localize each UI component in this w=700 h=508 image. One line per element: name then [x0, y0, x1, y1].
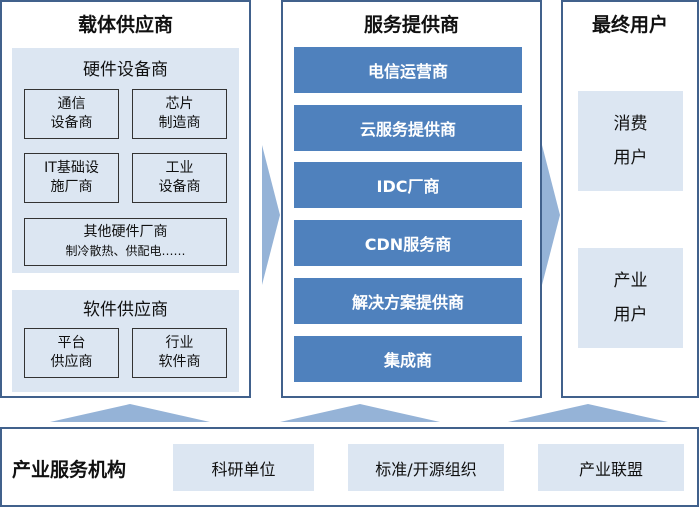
service-item[interactable]: 集成商 [294, 336, 522, 382]
industry-item[interactable]: 标准/开源组织 [348, 444, 504, 491]
users-panel: 最终用户 消费用户 产业用户 [561, 0, 699, 398]
up-arrow-icon [50, 404, 210, 422]
label: 供应商 [50, 354, 93, 370]
label: IT基础设 [44, 160, 99, 176]
users-title: 最终用户 [591, 14, 668, 36]
hardware-item[interactable]: 工业设备商 [132, 153, 227, 203]
service-item[interactable]: CDN服务商 [294, 220, 522, 266]
up-arrows [50, 404, 668, 422]
industry-title: 产业服务机构 [12, 459, 127, 481]
label: 施厂商 [50, 179, 93, 195]
service-item[interactable]: 云服务提供商 [294, 105, 522, 151]
label: 软件商 [158, 354, 201, 370]
label: 其他硬件厂商 [83, 224, 168, 240]
user-item[interactable]: 产业用户 [578, 248, 683, 348]
hardware-item[interactable]: IT基础设施厂商 [24, 153, 119, 203]
software-item[interactable]: 行业软件商 [132, 328, 227, 378]
software-item[interactable]: 平台供应商 [24, 328, 119, 378]
user-item[interactable]: 消费用户 [578, 91, 683, 191]
label: 行业 [165, 335, 194, 351]
label: 用户 [613, 305, 648, 325]
label: 工业 [165, 160, 194, 176]
hardware-title: 硬件设备商 [83, 60, 168, 80]
label: 设备商 [158, 179, 201, 195]
right-arrow-icon [262, 145, 280, 285]
software-title: 软件供应商 [83, 300, 168, 320]
right-arrow-icon [542, 145, 560, 285]
up-arrow-icon [280, 404, 440, 422]
sublabel: 制冷散热、供配电…… [65, 244, 186, 258]
service-item[interactable]: 解决方案提供商 [294, 278, 522, 324]
hardware-group: 硬件设备商 通信设备商 芯片制造商 IT基础设施厂商 工业设备商 其他硬件厂商制… [12, 48, 239, 273]
other-hardware-item[interactable]: 其他硬件厂商制冷散热、供配电…… [24, 218, 227, 266]
label: 用户 [613, 148, 648, 168]
up-arrow-icon [508, 404, 668, 422]
service-item[interactable]: IDC厂商 [294, 162, 522, 208]
label: 平台 [57, 335, 86, 351]
software-group: 软件供应商 平台供应商 行业软件商 [12, 290, 239, 392]
label: 制造商 [158, 115, 201, 131]
industry-item[interactable]: 产业联盟 [538, 444, 684, 491]
label: 产业 [613, 271, 648, 291]
industry-item[interactable]: 科研单位 [173, 444, 314, 491]
service-panel: 服务提供商 电信运营商 云服务提供商 IDC厂商 CDN服务商 解决方案提供商 … [281, 0, 542, 398]
industry-panel: 产业服务机构 科研单位 标准/开源组织 产业联盟 [0, 427, 699, 507]
hardware-item[interactable]: 芯片制造商 [132, 89, 227, 139]
service-title: 服务提供商 [363, 14, 459, 36]
label: 设备商 [50, 115, 93, 131]
label: 通信 [57, 96, 86, 112]
service-item[interactable]: 电信运营商 [294, 47, 522, 93]
label: 芯片 [165, 96, 194, 112]
carrier-panel: 载体供应商 硬件设备商 通信设备商 芯片制造商 IT基础设施厂商 工业设备商 其… [0, 0, 251, 398]
carrier-title: 载体供应商 [77, 14, 173, 36]
hardware-item[interactable]: 通信设备商 [24, 89, 119, 139]
label: 消费 [613, 114, 648, 134]
